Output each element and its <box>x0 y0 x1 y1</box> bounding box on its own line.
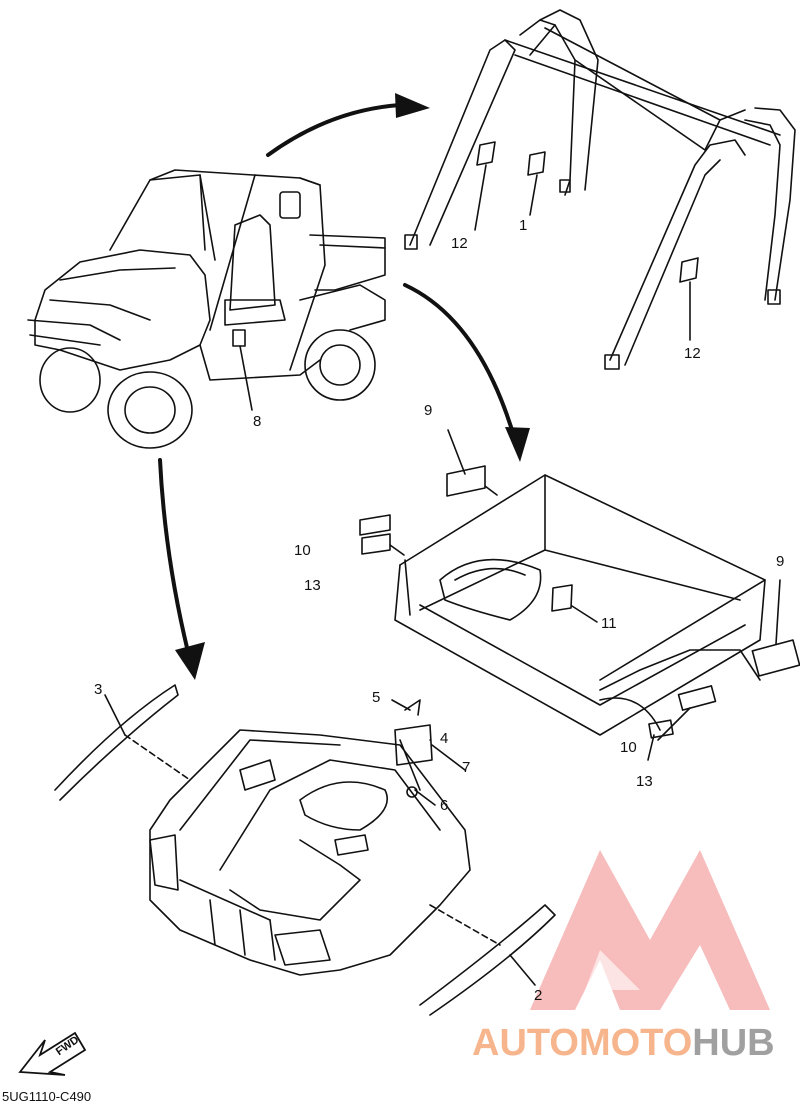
callout-2: 2 <box>534 987 543 1004</box>
callout-3: 3 <box>94 681 103 698</box>
automotohub-logo-icon <box>530 850 770 1010</box>
roll-cage <box>404 9 796 370</box>
callout-11: 11 <box>601 615 617 632</box>
flow-arrows <box>158 103 517 662</box>
callout-8: 8 <box>253 413 262 430</box>
vehicle-overview <box>27 169 386 449</box>
part-code: 5UG1110-C490 <box>2 1089 92 1104</box>
callout-9-top: 9 <box>424 402 433 419</box>
fwd-arrow-icon <box>18 1031 87 1076</box>
cargo-bed <box>359 429 800 761</box>
callout-12-right: 12 <box>684 345 701 362</box>
callout-10-right: 10 <box>620 739 637 756</box>
callout-13-left: 13 <box>304 577 321 594</box>
callout-10-left: 10 <box>294 542 311 559</box>
callout-1: 1 <box>519 217 528 234</box>
watermark-brand: AUTOMOTOHUB <box>472 1024 775 1062</box>
callout-5: 5 <box>372 689 381 706</box>
callout-12-top: 12 <box>451 235 468 252</box>
callout-9-right: 9 <box>776 553 785 570</box>
hood <box>54 684 556 1016</box>
watermark-brand-part1: AUTOMOTO <box>472 1022 693 1064</box>
watermark-brand-part2: HUB <box>692 1022 775 1064</box>
callout-13-right: 13 <box>636 773 653 790</box>
callout-7: 7 <box>462 759 471 776</box>
callout-6: 6 <box>440 797 449 814</box>
callout-4: 4 <box>440 730 449 747</box>
